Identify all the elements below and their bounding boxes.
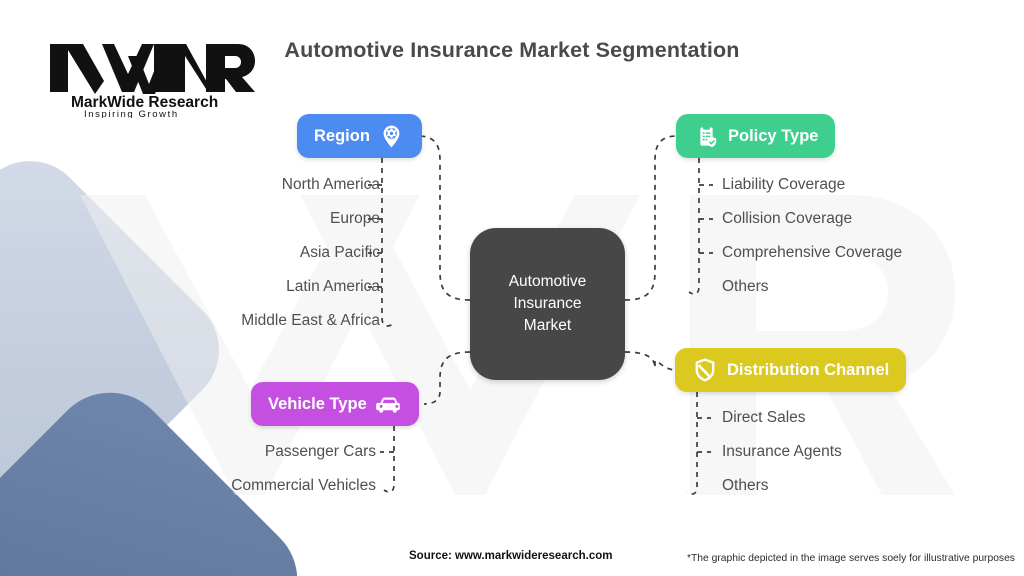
mwr-monogram-icon: MarkWide Research Inspiring Growth [50, 44, 255, 118]
badge-region[interactable]: Region [297, 114, 422, 158]
badge-vehicle-type[interactable]: Vehicle Type [251, 382, 419, 426]
connector-distribution-spine [686, 392, 698, 495]
leaf-region-3: Latin America [286, 278, 380, 295]
leaf-region-0: North America [281, 176, 380, 193]
leaf-vehicle-type-0: Passenger Cars [264, 443, 376, 460]
connector-center-vehicle [423, 351, 471, 405]
leaf-distribution-channel-1: Insurance Agents [722, 443, 842, 460]
badge-distribution-channel-label: Distribution Channel [727, 360, 890, 379]
shield-slash-icon [692, 357, 718, 383]
brand-logo: MarkWide Research Inspiring Growth [42, 36, 257, 118]
leaf-region-1: Europe [330, 210, 380, 227]
source-label: Source: www.markwideresearch.com [409, 550, 613, 562]
connector-center-region [417, 135, 471, 301]
disclaimer-label: *The graphic depicted in the image serve… [687, 553, 1015, 564]
leaf-policy-type-3: Others [722, 278, 769, 295]
badge-policy-type[interactable]: Policy Type [676, 114, 836, 158]
leaf-region-4: Middle East & Africa [241, 312, 380, 329]
brand-tagline: Inspiring Growth [84, 109, 179, 118]
connector-center-distribution [624, 351, 677, 371]
connector-center-policy [624, 135, 678, 301]
connector-vehicle-spine [383, 426, 395, 493]
leaf-vehicle-type-1: Commercial Vehicles [231, 477, 376, 494]
connector-policy-spine [688, 158, 700, 295]
badge-vehicle-type-label: Vehicle Type [268, 394, 367, 413]
map-pin-gear-icon [379, 123, 405, 149]
leaf-region-2: Asia Pacific [299, 244, 380, 261]
connector-region-spine [381, 158, 394, 327]
page-title: Automotive Insurance Market Segmentation [284, 38, 740, 62]
leaf-policy-type-1: Collision Coverage [722, 210, 853, 227]
badge-distribution-channel[interactable]: Distribution Channel [675, 348, 907, 392]
clipboard-check-icon [693, 123, 719, 149]
brand-name: MarkWide Research [71, 94, 218, 111]
center-node-label: Automotive Insurance Market [508, 273, 587, 334]
leaf-policy-type-0: Liability Coverage [722, 176, 846, 193]
badge-region-label: Region [314, 126, 370, 145]
center-node: Automotive Insurance Market [470, 228, 625, 380]
leaf-distribution-channel-0: Direct Sales [722, 409, 806, 426]
badge-policy-type-label: Policy Type [728, 126, 819, 145]
leaf-policy-type-2: Comprehensive Coverage [722, 244, 903, 261]
car-icon [375, 391, 402, 417]
leaf-distribution-channel-2: Others [722, 477, 769, 494]
